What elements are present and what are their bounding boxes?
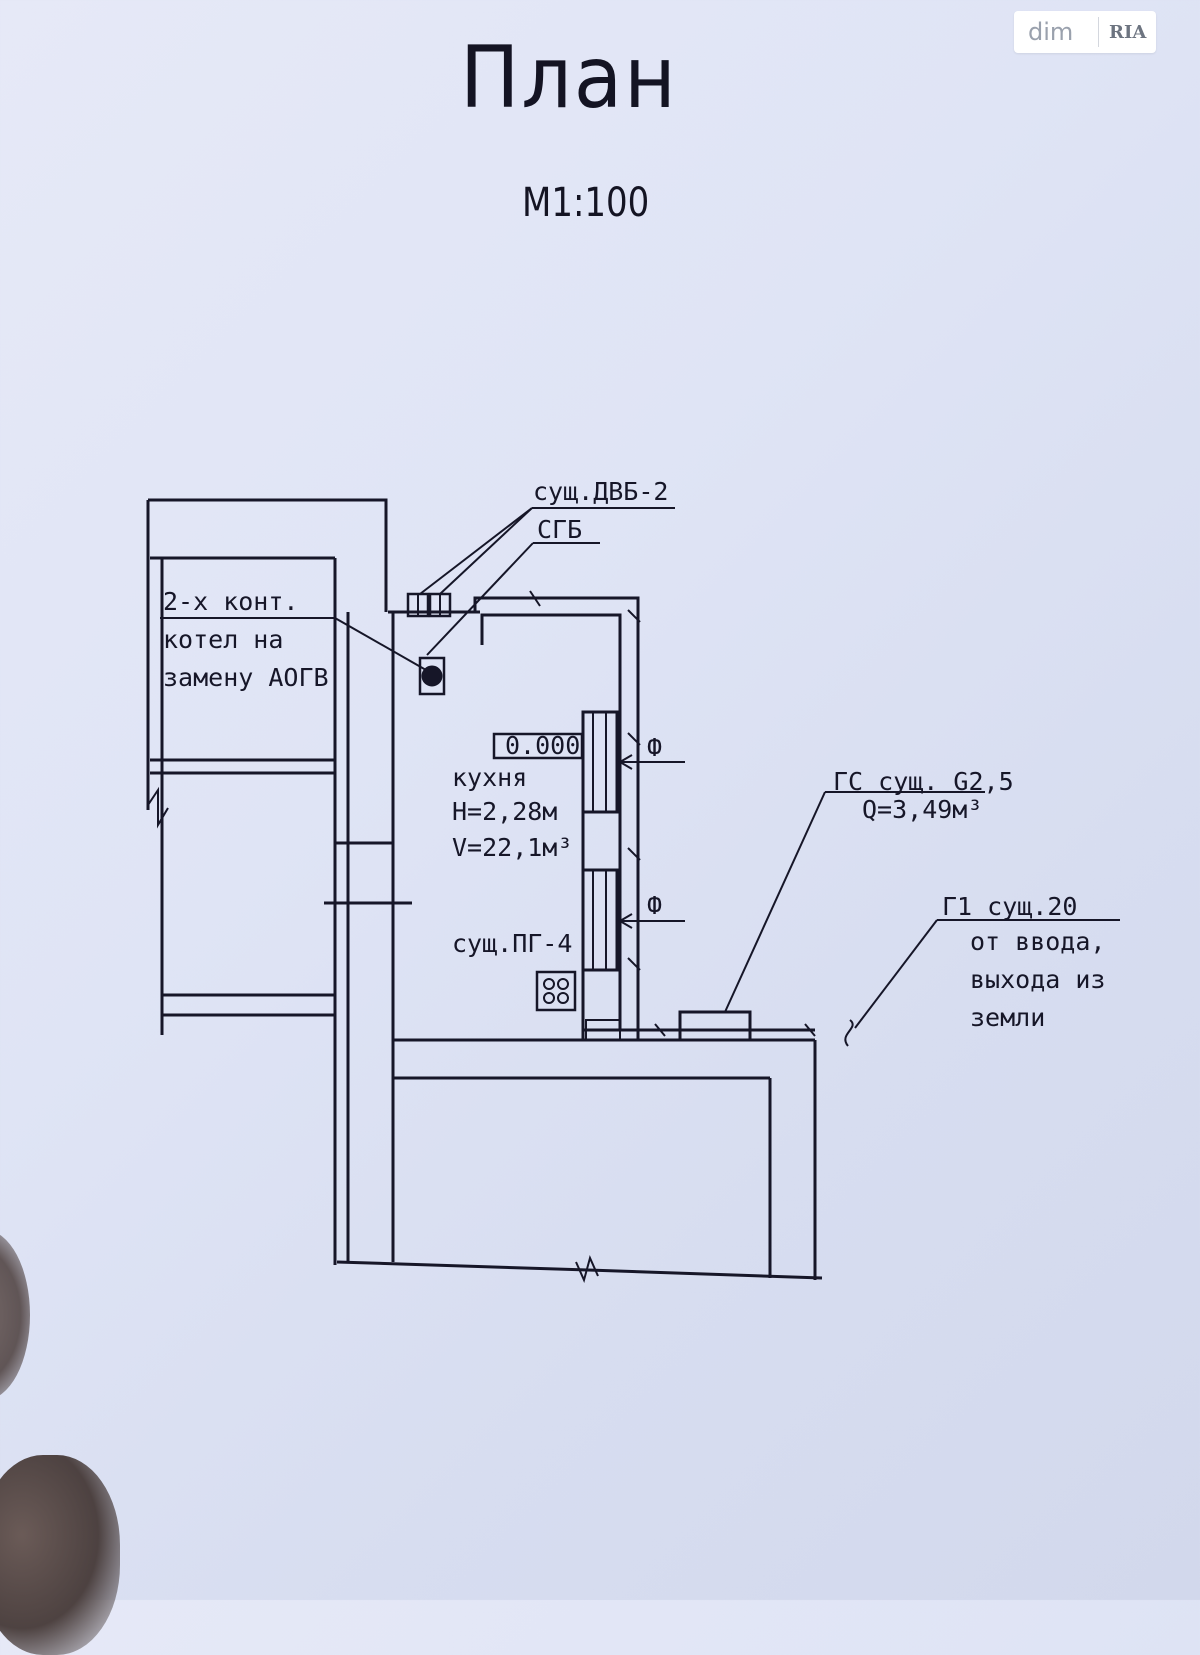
leader-sgb: [426, 542, 534, 656]
label-inlet-4: земли: [970, 1003, 1045, 1032]
outer-wall-top: [148, 498, 388, 612]
wall-tick-4: [627, 847, 641, 861]
wall-tick-2: [627, 609, 641, 623]
level-mark-frame: [492, 732, 584, 760]
watermark-ria: RIA: [1109, 21, 1147, 43]
label-boiler-1: 2-х конт.: [163, 587, 298, 616]
label-dvb: сущ.ДВБ-2: [533, 477, 668, 506]
kitchen-inner-wall: [480, 613, 622, 1030]
window-frame-1: [581, 710, 619, 814]
stove-burner-3: [543, 992, 555, 1004]
gas-meter-box: [678, 1010, 752, 1042]
wall-tick-1: [529, 590, 541, 607]
label-inlet-3: выхода из: [970, 965, 1105, 994]
wall-tick-5: [627, 957, 641, 971]
label-meter-1: ГС сущ. G2,5: [833, 767, 1014, 796]
stove-burner-4: [557, 992, 569, 1004]
gas-boiler-symbol: [418, 656, 446, 696]
label-inlet-2: от ввода,: [970, 927, 1105, 956]
bottom-wall-right: [587, 1268, 823, 1280]
window-arrow-head-1: [618, 754, 633, 770]
inlet-break-symbol: [844, 1019, 854, 1047]
label-window-1: Ф: [647, 733, 662, 762]
label-window-2: Ф: [647, 891, 662, 920]
pipe-tick-1: [654, 1023, 666, 1037]
label-room-volume: V=22,1м³: [452, 833, 572, 862]
stove-burner-1: [543, 978, 555, 990]
leader-dvb-2: [439, 507, 533, 595]
floor-plan-drawing: сущ.ДВБ-2 СГБ 2-х конт. котел на замену …: [146, 477, 1120, 1283]
leader-boiler: [334, 617, 427, 671]
label-level-mark: 0.000: [505, 731, 580, 760]
watermark-dim: dim: [1028, 18, 1074, 46]
bottom-wall-left: [336, 1260, 589, 1272]
plan-scale: М1:100: [522, 180, 650, 226]
walls: [146, 498, 1120, 1283]
label-room-name: кухня: [452, 763, 527, 792]
watermark-logo: dim RIA: [1014, 11, 1156, 53]
boiler-burner-dot: [421, 665, 443, 687]
label-room-height: H=2,28м: [452, 797, 557, 826]
finger-shadow-lower: [0, 1455, 120, 1655]
break-mark-left: [147, 786, 169, 829]
stove-burner-2: [557, 978, 569, 990]
pipe-tick-2: [804, 1023, 816, 1037]
watermark-divider: [1098, 17, 1099, 47]
gas-stove-symbol: [535, 970, 577, 1012]
window-arrow-head-2: [618, 913, 633, 929]
leader-meter: [724, 791, 826, 1013]
leader-inlet: [854, 919, 938, 1029]
label-inlet-1: Г1 сущ.20: [942, 892, 1077, 921]
label-stove: сущ.ПГ-4: [452, 929, 572, 958]
window-frame-2: [581, 868, 619, 972]
drawing-labels: сущ.ДВБ-2 СГБ 2-х конт. котел на замену …: [163, 477, 1105, 1032]
break-mark-bottom: [575, 1255, 599, 1283]
plan-title: План: [460, 28, 678, 128]
wall-tick-3: [627, 732, 641, 746]
label-boiler-2: котел на: [163, 625, 283, 654]
drawing-sheet: План М1:100 dim RIA: [0, 11, 1156, 1655]
label-meter-2: Q=3,49м³: [862, 795, 982, 824]
label-boiler-3: замену АОГВ: [163, 663, 329, 692]
label-sgb: СГБ: [537, 515, 582, 544]
leader-dvb-1: [419, 507, 533, 595]
